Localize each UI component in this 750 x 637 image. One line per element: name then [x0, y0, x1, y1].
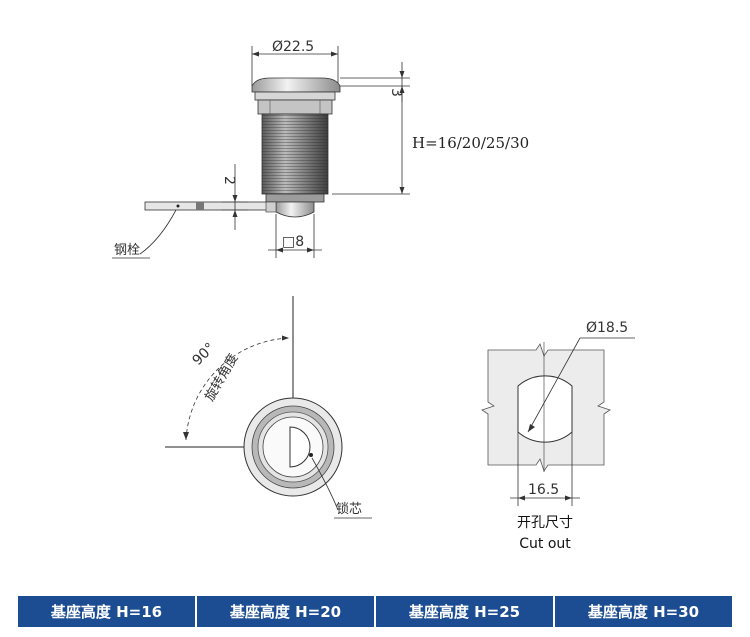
tab-h16[interactable]: 基座高度 H=16	[18, 596, 197, 627]
diameter-cut-label: Ø18.5	[586, 320, 628, 336]
dim-2-label: 2	[221, 176, 237, 185]
tab-h20[interactable]: 基座高度 H=20	[197, 596, 376, 627]
square-8-label: □8	[282, 234, 304, 250]
base-height-tabs: 基座高度 H=16 基座高度 H=20 基座高度 H=25 基座高度 H=30	[18, 596, 732, 627]
lock-core-label: 锁芯	[336, 501, 362, 517]
diameter-top-label: Ø22.5	[272, 39, 314, 55]
steel-pin-label: 钢栓	[114, 243, 140, 258]
cutout-cn-label: 开孔尺寸	[517, 515, 573, 531]
cutout-en-label: Cut out	[519, 536, 571, 552]
height-label: H=16/20/25/30	[412, 134, 529, 152]
front-view: 90° 旋转角度 锁芯	[165, 296, 372, 519]
cutout-view: Ø18.5 16.5 开孔尺寸 Cut out	[481, 320, 635, 552]
dim-3-label: 3	[388, 88, 404, 97]
tab-h30[interactable]: 基座高度 H=30	[555, 596, 732, 627]
width-cut-label: 16.5	[528, 482, 559, 498]
tab-h25[interactable]: 基座高度 H=25	[376, 596, 555, 627]
angle-90-label: 90°	[190, 340, 219, 369]
side-view: Ø22.5 3 H=16/20/25/30	[112, 39, 529, 259]
